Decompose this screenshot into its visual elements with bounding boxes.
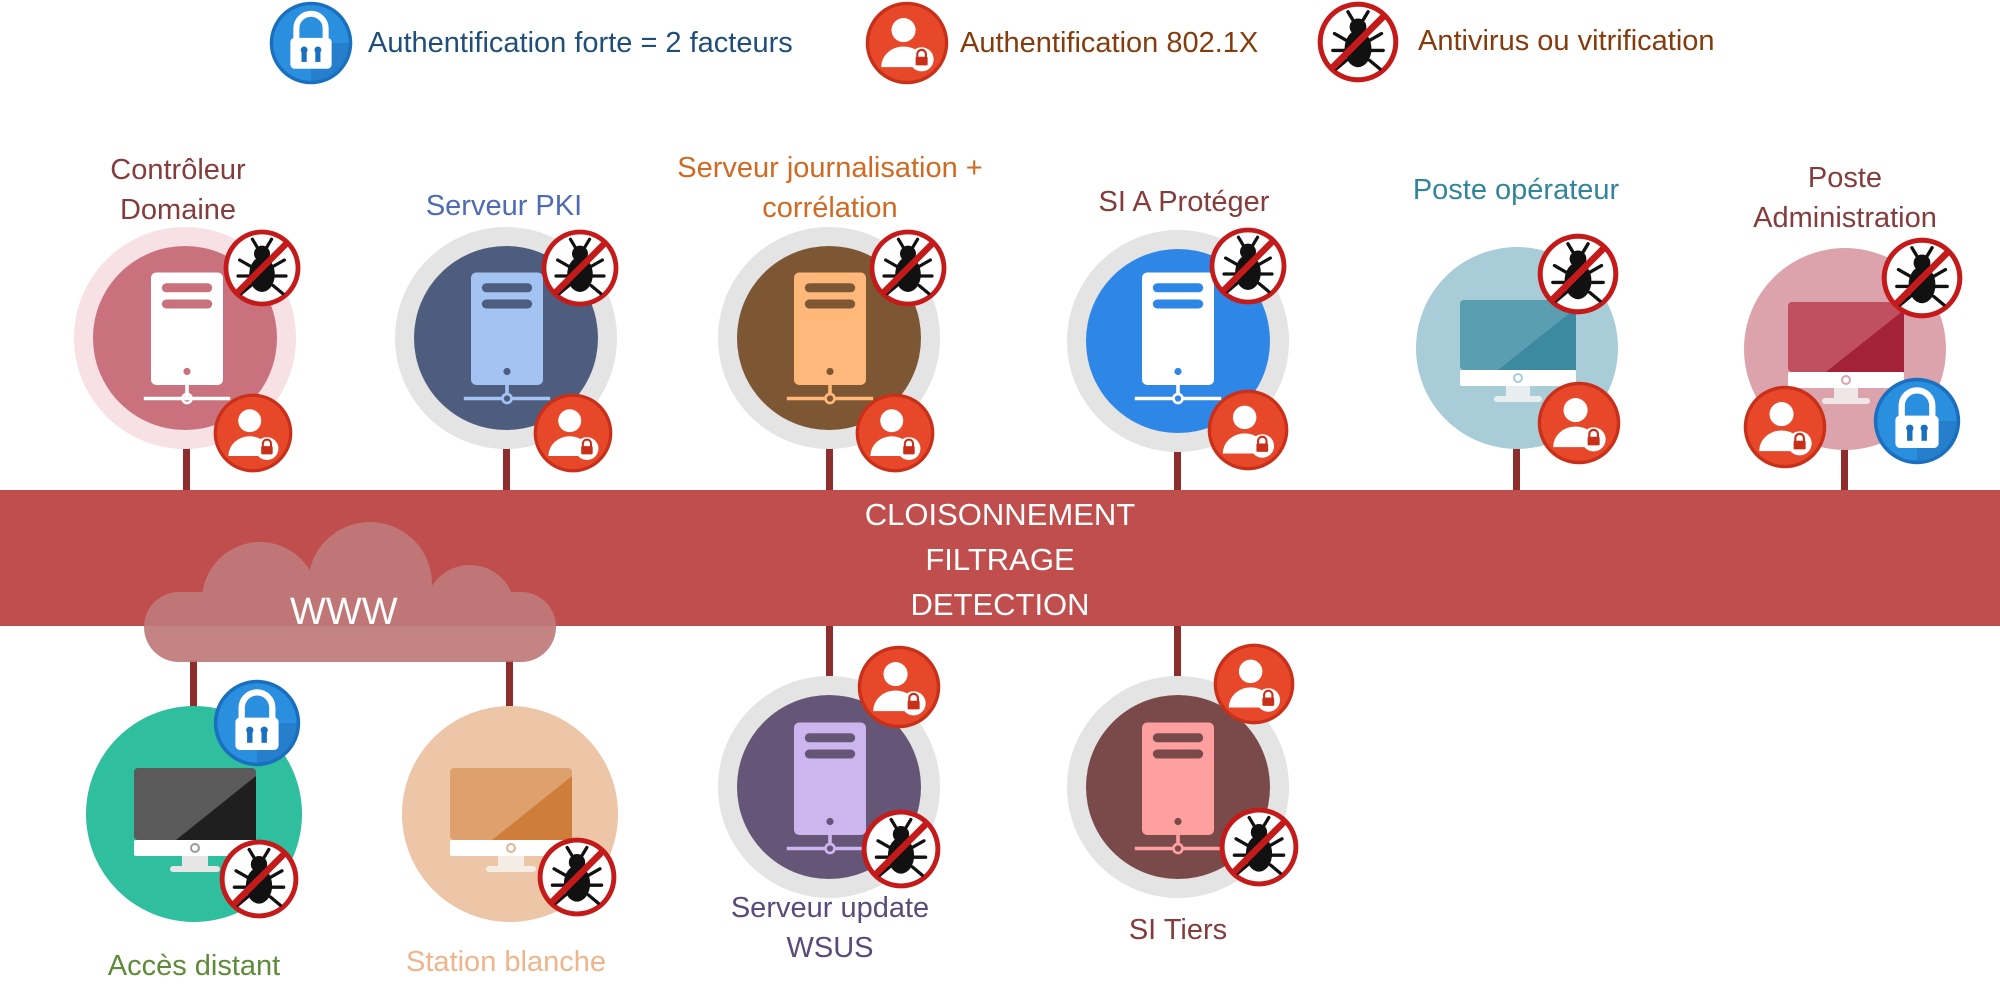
node-label: Poste opérateur [1412, 174, 1620, 206]
user-lock-icon [1742, 384, 1828, 470]
cloud-label: WWW [290, 591, 398, 633]
server-icon [1134, 272, 1222, 405]
lock-icon [1872, 376, 1962, 466]
connector-pki [503, 446, 510, 496]
user-lock-icon [212, 392, 294, 474]
node-label: SI Tiers [1128, 914, 1228, 946]
no-bug-icon [536, 836, 618, 918]
user-lock-icon [854, 392, 936, 474]
lock-icon [268, 0, 354, 86]
monitor-icon [450, 768, 572, 872]
band-line-filtrage: FILTRAGE [925, 542, 1075, 577]
no-bug-icon [1536, 232, 1620, 316]
no-bug-icon [1880, 236, 1964, 320]
server-icon [786, 722, 874, 855]
no-bug-icon [540, 228, 620, 308]
connector-journalisation [826, 446, 833, 496]
no-bug-icon [860, 808, 942, 890]
band-line-cloisonnement: CLOISONNEMENT [864, 497, 1136, 532]
node-label: Accès distant [107, 950, 281, 982]
user-lock-icon [856, 644, 942, 730]
cloud-icon [144, 522, 556, 662]
no-bug-icon [1208, 226, 1288, 306]
monitor-icon [134, 768, 256, 872]
monitor-icon [1788, 302, 1904, 404]
node-label: Serveur PKI [425, 190, 583, 222]
connector-si-tiers [1174, 620, 1181, 680]
connector-poste-admin [1841, 446, 1848, 496]
connector-acces-distant [190, 660, 197, 710]
monitor-icon [1460, 300, 1576, 402]
legend-label-8021x: Authentification 802.1X [960, 27, 1259, 59]
user-lock-icon [1206, 388, 1290, 472]
connector-wsus [826, 620, 833, 680]
connector-station-blanche [506, 660, 513, 710]
lock-icon [212, 678, 302, 768]
server-icon [1134, 722, 1222, 855]
band-line-detection: DETECTION [910, 587, 1090, 622]
no-bug-icon [218, 838, 300, 920]
server-icon [786, 272, 874, 405]
no-bug-icon [222, 228, 302, 308]
user-lock-icon [532, 392, 614, 474]
server-icon: .acc{fill:#c9727e} [142, 270, 232, 410]
user-lock-icon [1212, 642, 1296, 726]
connector-si-proteger [1174, 446, 1181, 496]
no-bug-icon [1218, 806, 1300, 888]
node-label: Serveur journalisation +corrélation [677, 152, 983, 224]
node-label: Station blanche [406, 946, 606, 978]
user-lock-icon [1536, 380, 1622, 466]
user-lock-icon [864, 0, 950, 86]
node-label: SI A Protéger [1098, 186, 1270, 218]
no-bug-icon [868, 228, 948, 308]
network-band-text: CLOISONNEMENT FILTRAGE DETECTION [0, 490, 2000, 627]
legend-label-antivirus: Antivirus ou vitrification [1418, 25, 1715, 57]
legend-label-strong-auth: Authentification forte = 2 facteurs [368, 27, 793, 59]
server-icon [463, 272, 551, 405]
connector-controleur [183, 446, 190, 496]
no-bug-icon [1316, 0, 1400, 84]
connector-poste-operateur [1513, 446, 1520, 496]
